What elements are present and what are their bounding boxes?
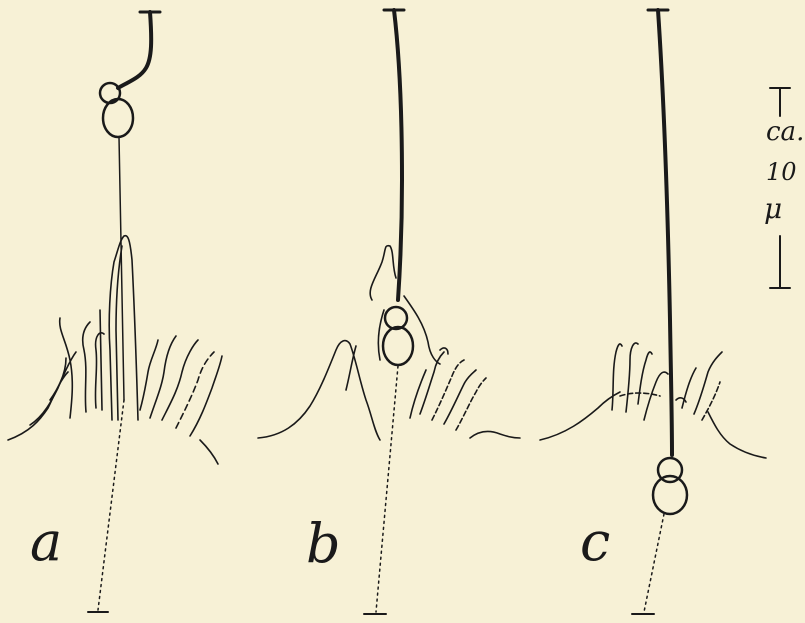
panel-c <box>540 10 766 614</box>
fringe-right-a2 <box>150 336 176 418</box>
fringe-right-b6 <box>470 431 520 438</box>
fringe-right-a4 <box>176 352 214 428</box>
fringe-mid-c2 <box>644 372 668 420</box>
large-granule-b <box>383 327 413 365</box>
fringe-right-b0 <box>404 296 440 364</box>
label-a: a <box>30 510 62 573</box>
fringe-right-c1 <box>682 368 696 408</box>
fringe-left-c3 <box>626 343 638 412</box>
large-granule-a <box>103 99 133 137</box>
fringe-right-b5 <box>456 378 486 430</box>
dotted-line-a <box>98 400 124 610</box>
fringe-right-c4 <box>708 412 766 458</box>
flagellum-a <box>118 12 151 88</box>
fringe-right-a1 <box>140 340 158 410</box>
scale-bar-text-mu: μ <box>764 192 782 225</box>
fringe-left-a6 <box>100 310 102 410</box>
fringe-right-b2 <box>420 352 444 414</box>
label-b: b <box>306 512 341 575</box>
fringe-right-b1 <box>410 370 426 418</box>
fringe-right-a5 <box>190 356 222 436</box>
fringe-right-c3 <box>702 382 720 420</box>
fringe-left-b1 <box>258 341 380 440</box>
fringe-left-a4 <box>83 322 90 412</box>
label-c: c <box>580 510 610 573</box>
scale-bar-text-10: 10 <box>766 158 797 186</box>
fringe-right-b4 <box>444 370 476 424</box>
panel-b <box>258 10 520 614</box>
small-granule-b <box>385 307 407 329</box>
dotted-line-c <box>644 514 664 612</box>
fringe-left-c2 <box>612 344 622 410</box>
flagellum-b <box>394 10 402 300</box>
fringe-left-c4 <box>638 352 652 404</box>
scale-bar: ca. 10 μ <box>764 88 804 288</box>
fringe-left-a2 <box>30 352 76 425</box>
fringe-left-a1 <box>8 372 68 440</box>
fringe-right-a6 <box>200 440 218 464</box>
fringe-top-b <box>370 246 396 300</box>
fringe-right-c2 <box>694 352 722 414</box>
dotted-line-b <box>376 366 398 612</box>
scale-bar-text-ca: ca. <box>766 117 804 147</box>
fringe-left-c1 <box>540 392 620 440</box>
fringe-left-a5 <box>95 333 104 408</box>
fringe-left-b2 <box>346 346 356 390</box>
fringe-right-b3 <box>432 360 464 420</box>
flagellum-c <box>658 10 672 455</box>
